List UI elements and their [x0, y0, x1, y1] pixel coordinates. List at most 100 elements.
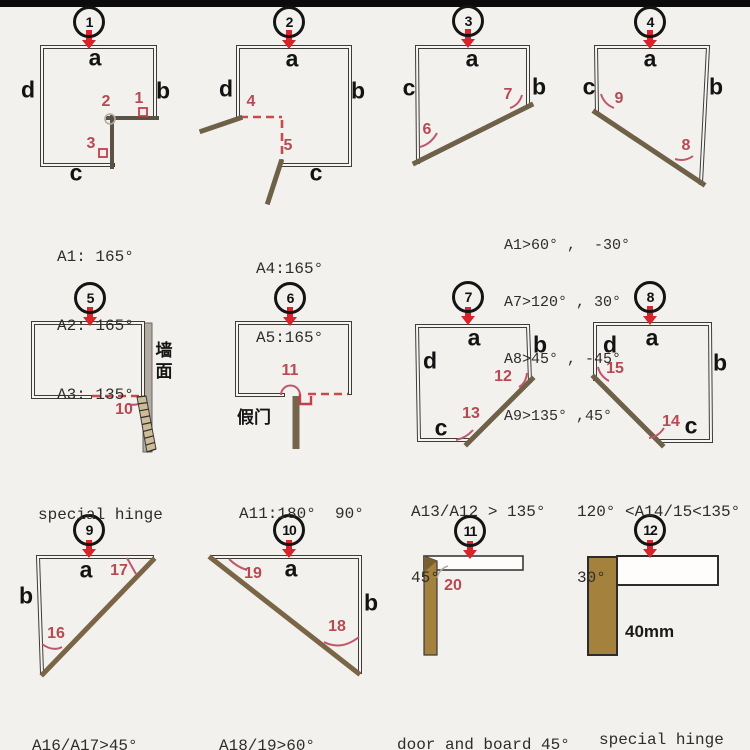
d10-down-arrow — [282, 549, 296, 558]
d10-room — [207, 540, 362, 677]
d5-hatched-door — [136, 395, 157, 453]
d1-angle-marker-2: 2 — [101, 93, 111, 110]
d11-angle-marker-20: 20 — [444, 577, 462, 594]
d3-wall-label-a: a — [465, 45, 479, 72]
d3-door — [411, 101, 535, 167]
d9-wall-label-a: a — [79, 556, 93, 583]
d7-angle-marker-12: 12 — [494, 368, 512, 385]
d12-number-badge: 12 — [634, 514, 666, 546]
d3-number-badge: 3 — [452, 5, 484, 37]
d9-number-badge: 9 — [73, 514, 105, 546]
d7-wall-label-c: c — [434, 414, 448, 441]
d4-wall-label-c: c — [582, 73, 596, 100]
d8-caption: 120° <A14/15<135° 30° — [577, 503, 741, 587]
d8-wall-label-a: a — [645, 324, 659, 351]
d10-number-badge: 10 — [273, 514, 305, 546]
d2-caption: A4:165° A5:165° — [256, 260, 324, 347]
d5-wall-surface-label: 墙面 — [155, 341, 173, 381]
d4-angle-marker-8: 8 — [681, 137, 691, 154]
d1-wall-label-c: c — [69, 159, 83, 186]
d3-wall-label-c: c — [402, 74, 416, 101]
d6-down-arrow — [283, 317, 297, 326]
d6-caption: A11:180° 90° — [239, 505, 364, 523]
d2-wall-label-d: d — [218, 75, 234, 102]
d10-angle-marker-19: 19 — [244, 565, 262, 582]
d2-door-5 — [264, 158, 285, 206]
d10-angle-marker-18: 18 — [328, 618, 346, 635]
d2-door-4 — [198, 114, 244, 135]
d9-door — [39, 556, 157, 678]
d1-number-badge: 1 — [73, 6, 105, 38]
d9-caption: A16/A17>45° -45° — [32, 737, 138, 750]
d8-door — [590, 373, 666, 449]
d7-number-badge: 7 — [452, 281, 484, 313]
d10-door — [207, 554, 362, 677]
d12-dimension-label: 40mm — [625, 622, 675, 641]
d9-angle-marker-16: 16 — [47, 625, 65, 642]
d4-room — [591, 30, 711, 188]
d12-door — [587, 556, 618, 656]
d5-caption: special hinge — [38, 506, 163, 524]
d4-door — [591, 108, 707, 188]
d9-wall-label-b: b — [18, 582, 34, 609]
d4-down-arrow — [643, 40, 657, 49]
d11-down-arrow — [463, 550, 477, 559]
d8-down-arrow — [643, 316, 657, 325]
d1-angle-marker-3: 3 — [86, 135, 96, 152]
d1-wall-label-d: d — [20, 76, 36, 103]
d10-wall-label-a: a — [284, 555, 298, 582]
d7-door — [463, 375, 536, 448]
d7-caption: A13/A12 > 135° 45° — [411, 503, 546, 587]
d12-down-arrow — [643, 549, 657, 558]
d1-angle-marker-1: 1 — [134, 90, 144, 107]
d2-angle-marker-4: 4 — [246, 93, 256, 110]
d1-wall-label-b: b — [155, 77, 171, 104]
d5-down-arrow — [83, 317, 97, 326]
d8-angle-marker-14: 14 — [662, 413, 680, 430]
d3-angle-marker-6: 6 — [422, 121, 432, 138]
d6-fake-door-label: 假门 — [237, 408, 271, 427]
d6-number-badge: 6 — [274, 282, 306, 314]
d3-wall-label-b: b — [531, 73, 547, 100]
d7-angle-marker-13: 13 — [462, 405, 480, 422]
d2-wall-label-c: c — [309, 159, 323, 186]
d8-wall-label-c: c — [684, 412, 698, 439]
d2-wall-label-a: a — [285, 45, 299, 72]
d1-wall-label-a: a — [88, 44, 102, 71]
d4-wall-label-a: a — [643, 45, 657, 72]
d2-room — [198, 30, 352, 206]
d3-angle-marker-7: 7 — [503, 86, 513, 103]
d4-wall-label-b: b — [708, 73, 724, 100]
d2-angle-marker-5: 5 — [283, 137, 293, 154]
d10-wall-label-b: b — [363, 589, 379, 616]
d8-wall-label-d: d — [602, 331, 618, 358]
d1-caption: A1: 165° A2: 165° A3: 135° — [57, 248, 134, 404]
d9-room — [35, 540, 157, 678]
d9-down-arrow — [82, 549, 96, 558]
d8-wall-label-b: b — [712, 349, 728, 376]
d2-number-badge: 2 — [273, 6, 305, 38]
top-border-bar — [0, 0, 750, 7]
d12-caption: special hinge — [599, 731, 724, 749]
d7-wall-label-d: d — [422, 347, 438, 374]
d10-caption: A18/19>60° -30° — [219, 737, 316, 750]
d11-number-badge: 11 — [454, 515, 486, 547]
d7-down-arrow — [461, 316, 475, 325]
d11-door — [423, 555, 438, 656]
d12-assembly — [587, 540, 719, 656]
d3-down-arrow — [461, 39, 475, 48]
d5-number-badge: 5 — [74, 282, 106, 314]
d11-caption: door and board 45° :125° — [397, 736, 570, 750]
d5-angle-marker-10: 10 — [115, 401, 133, 418]
d3-d4-caption: A1>60° , -30° A7>120° , 30° A8>45° , -45… — [504, 237, 631, 425]
d6-angle-marker-11: 11 — [281, 362, 299, 379]
d2-wall-label-b: b — [350, 77, 366, 104]
d4-angle-marker-9: 9 — [614, 90, 624, 107]
d2-down-arrow — [282, 40, 296, 49]
d7-wall-label-a: a — [467, 324, 481, 351]
d4-number-badge: 4 — [634, 6, 666, 38]
d7-wall-label-b: b — [532, 331, 548, 358]
d8-number-badge: 8 — [634, 281, 666, 313]
